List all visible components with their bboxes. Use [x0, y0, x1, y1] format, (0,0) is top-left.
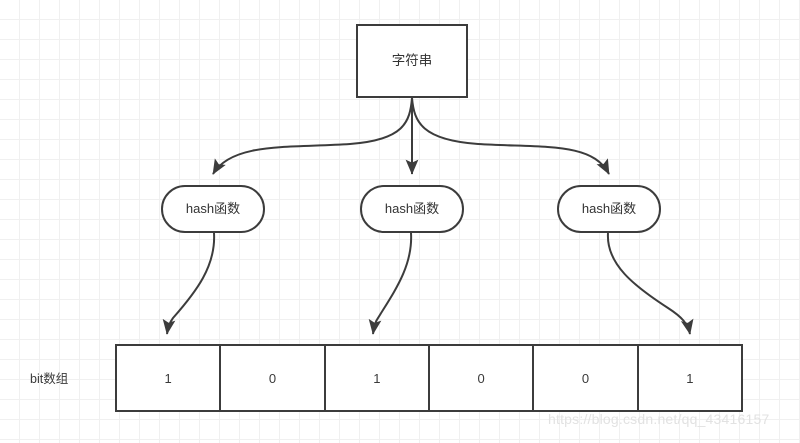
- bit-cell[interactable]: 0: [429, 346, 535, 410]
- edge-hash-1-to-bit-2: [368, 232, 413, 335]
- bit-cell[interactable]: 1: [638, 346, 741, 410]
- hash-function-node-1[interactable]: hash函数: [161, 185, 265, 233]
- watermark: https://blog.csdn.net/qq_43416157: [548, 411, 770, 427]
- edge-string-to-hash-0: [212, 97, 413, 175]
- bit-cell[interactable]: 0: [534, 346, 639, 410]
- hash-function-node-2[interactable]: hash函数: [360, 185, 464, 233]
- bit-array: 1 0 1 0 0 1: [115, 344, 743, 412]
- bit-cell[interactable]: 0: [221, 346, 326, 410]
- edge-string-to-hash-2: [411, 97, 610, 175]
- bit-cell[interactable]: 1: [325, 346, 430, 410]
- string-node[interactable]: 字符串: [356, 24, 468, 98]
- hash-function-node-3[interactable]: hash函数: [557, 185, 661, 233]
- edge-hash-2-to-bit-5: [606, 232, 694, 335]
- bit-array-label: bit数组: [30, 372, 69, 386]
- edge-hash-0-to-bit-0: [162, 232, 216, 335]
- bit-cell[interactable]: 1: [117, 346, 222, 410]
